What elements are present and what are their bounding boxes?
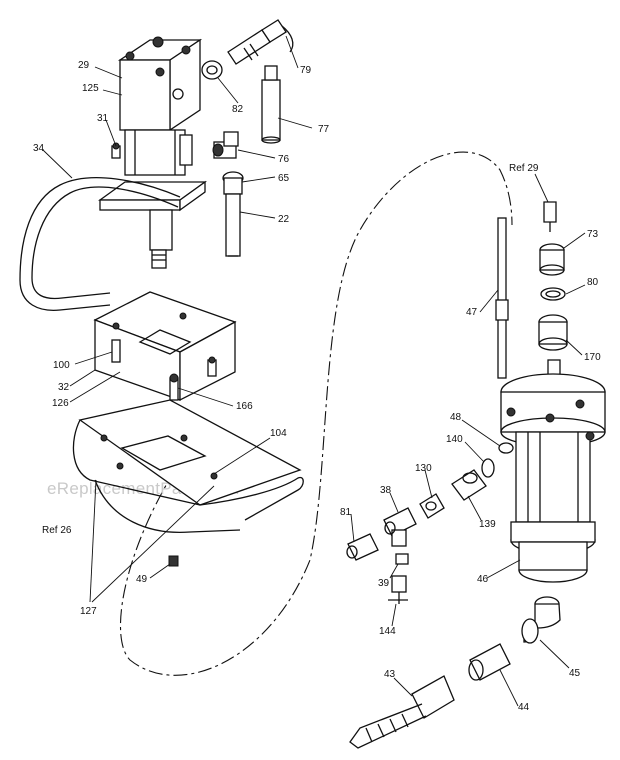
label-34: 34 bbox=[33, 143, 45, 154]
label-49: 49 bbox=[136, 574, 148, 585]
elbow-76 bbox=[212, 131, 239, 159]
coupling-170 bbox=[538, 314, 568, 351]
tube-22 bbox=[225, 193, 241, 257]
plug-48 bbox=[498, 442, 514, 454]
label-43: 43 bbox=[384, 669, 396, 680]
fitting-44 bbox=[468, 643, 511, 681]
label-126: 126 bbox=[52, 398, 69, 409]
suction-hose-43 bbox=[349, 675, 455, 749]
label-22: 22 bbox=[278, 214, 290, 225]
air-motor-assembly bbox=[97, 36, 208, 269]
base-plate-104 bbox=[72, 399, 304, 534]
collar-80 bbox=[540, 287, 566, 301]
elbow-45 bbox=[521, 596, 561, 644]
label-32: 32 bbox=[58, 382, 70, 393]
label-38: 38 bbox=[380, 485, 392, 496]
handle-34 bbox=[19, 177, 181, 311]
label-76: 76 bbox=[278, 154, 290, 165]
bolt-166 bbox=[169, 373, 179, 401]
label-82: 82 bbox=[232, 104, 244, 115]
label-104: 104 bbox=[270, 428, 287, 439]
label-130: 130 bbox=[415, 463, 432, 474]
label-125: 125 bbox=[82, 83, 99, 94]
bracket-assembly bbox=[93, 291, 237, 402]
nut-39 bbox=[395, 553, 409, 565]
fitting-79 bbox=[227, 19, 294, 65]
label-81: 81 bbox=[340, 507, 352, 518]
label-80: 80 bbox=[587, 277, 599, 288]
fitting-65 bbox=[222, 171, 244, 195]
rod-47 bbox=[495, 217, 509, 379]
label-73: 73 bbox=[587, 229, 599, 240]
label-100: 100 bbox=[53, 360, 70, 371]
tee-38 bbox=[383, 507, 417, 547]
label-31: 31 bbox=[97, 113, 109, 124]
label-46: 46 bbox=[477, 574, 489, 585]
pump-body-46 bbox=[500, 359, 606, 583]
label-140: 140 bbox=[446, 434, 463, 445]
nut-49 bbox=[168, 555, 179, 567]
oring-140 bbox=[481, 458, 495, 478]
drain-valve-144 bbox=[388, 575, 408, 604]
fitting-130 bbox=[419, 493, 445, 519]
label-144: 144 bbox=[379, 626, 396, 637]
rod-end-ref29 bbox=[543, 201, 557, 232]
label-39: 39 bbox=[378, 578, 390, 589]
part-labels: 29 125 31 34 82 79 77 76 65 22 Ref 29 73… bbox=[33, 60, 601, 713]
label-79: 79 bbox=[300, 65, 312, 76]
label-ref26: Ref 26 bbox=[42, 525, 72, 536]
fitting-81 bbox=[346, 533, 379, 561]
label-48: 48 bbox=[450, 412, 462, 423]
label-45: 45 bbox=[569, 668, 581, 679]
fitting-139 bbox=[451, 469, 487, 501]
label-44: 44 bbox=[518, 702, 530, 713]
leader-lines bbox=[42, 35, 586, 707]
coupling-nut-73 bbox=[539, 243, 565, 276]
label-47: 47 bbox=[466, 307, 478, 318]
label-127: 127 bbox=[80, 606, 97, 617]
label-29: 29 bbox=[78, 60, 90, 71]
ring-82 bbox=[201, 60, 223, 80]
label-166: 166 bbox=[236, 401, 253, 412]
label-ref29: Ref 29 bbox=[509, 163, 539, 174]
label-170: 170 bbox=[584, 352, 601, 363]
label-65: 65 bbox=[278, 173, 290, 184]
label-77: 77 bbox=[318, 124, 330, 135]
tube-77 bbox=[261, 65, 281, 144]
label-139: 139 bbox=[479, 519, 496, 530]
